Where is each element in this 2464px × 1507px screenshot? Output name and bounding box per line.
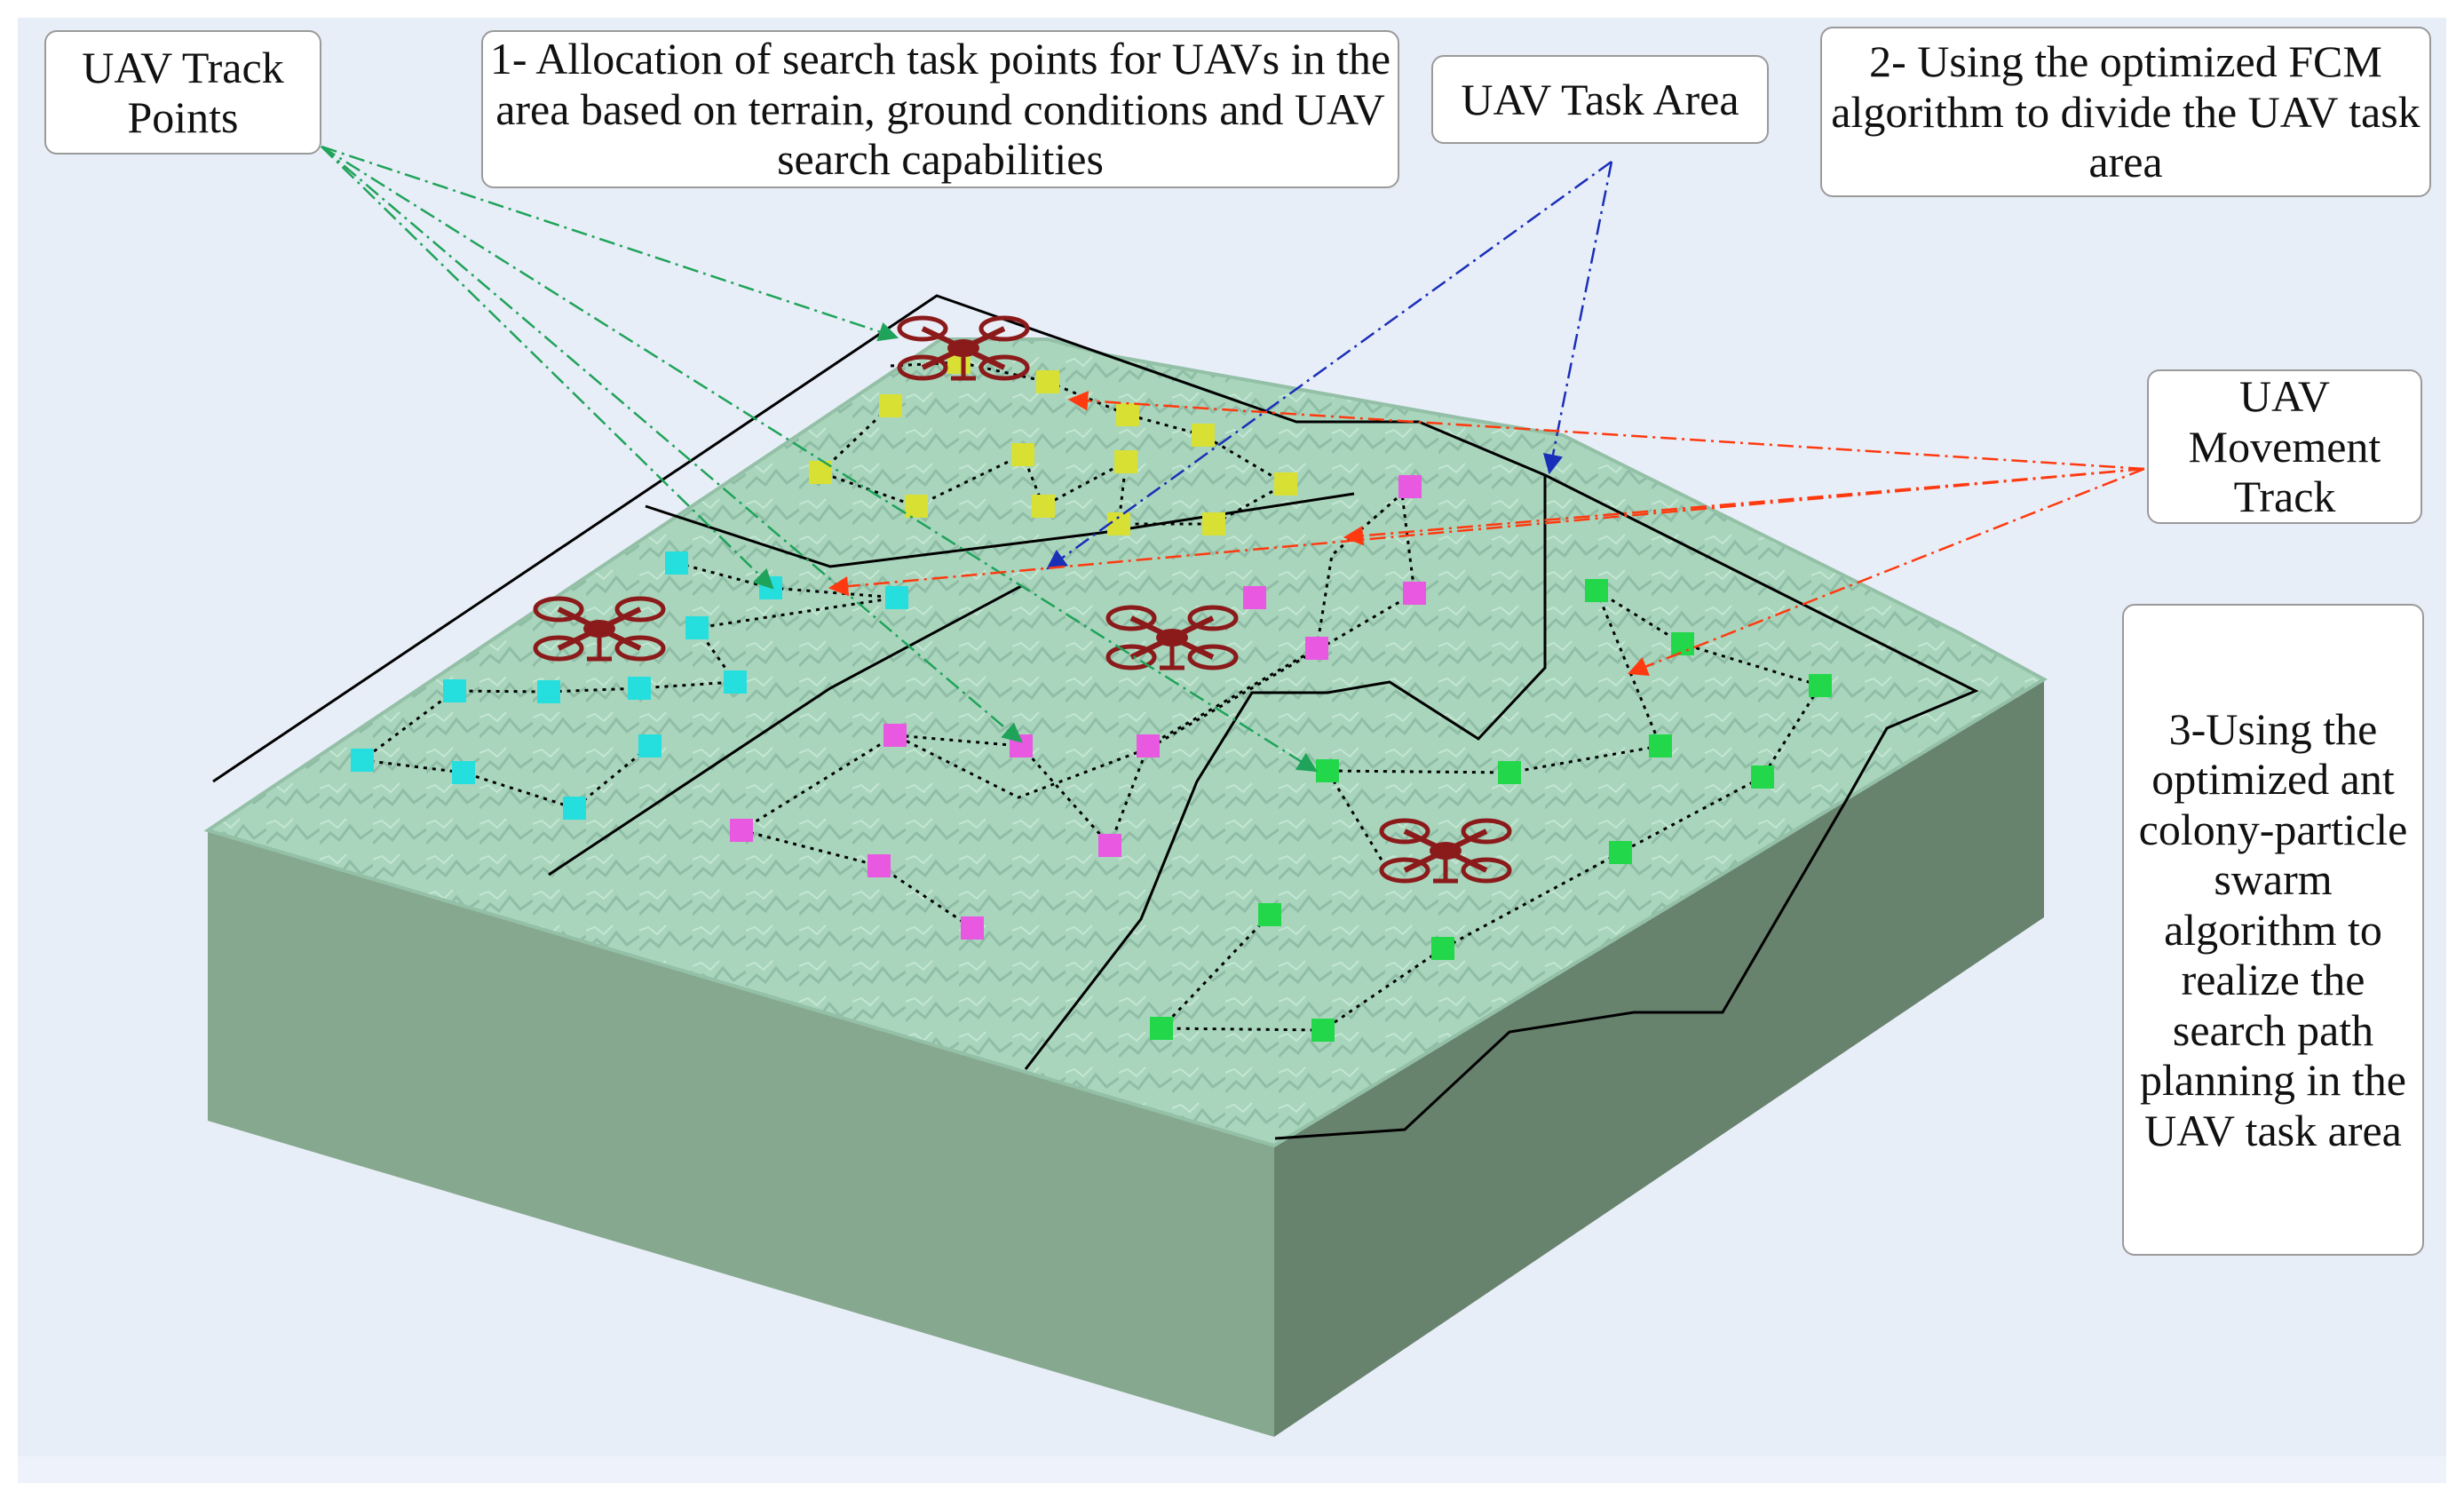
overall-boundary bbox=[212, 294, 1979, 1140]
terrain-side-face bbox=[1274, 679, 2044, 1437]
terrain-front-face bbox=[208, 830, 1274, 1437]
yellow-region-border bbox=[645, 492, 1355, 568]
magenta-green-border bbox=[1024, 475, 1547, 1070]
task-area-leaders bbox=[1046, 160, 1613, 570]
label-movement-track-text: UAV Movement Track bbox=[2188, 371, 2381, 522]
label-task-area-text: UAV Task Area bbox=[1461, 74, 1739, 124]
track-points-green bbox=[1150, 579, 1832, 1042]
movement-track-leaders bbox=[828, 391, 2145, 676]
bottom-strip bbox=[18, 1456, 2446, 1483]
label-step3-text: 3-Using the optimized ant colony-particl… bbox=[2138, 703, 2408, 1155]
label-step2: 2- Using the optimized FCM algorithm to … bbox=[1820, 27, 2431, 197]
label-step1: 1- Allocation of search task points for … bbox=[481, 30, 1399, 188]
track-points-yellow bbox=[809, 351, 1297, 535]
label-task-area: UAV Task Area bbox=[1431, 55, 1769, 144]
label-track-points-text: UAV Track Points bbox=[82, 42, 284, 143]
cyan-region-border bbox=[548, 584, 1022, 876]
track-points-cyan bbox=[351, 551, 908, 820]
track-points-leaders bbox=[321, 145, 1318, 773]
label-step1-text: 1- Allocation of search task points for … bbox=[489, 34, 1391, 185]
track-points-magenta bbox=[730, 475, 1426, 940]
label-track-points: UAV Track Points bbox=[44, 30, 321, 155]
track-yellow bbox=[809, 351, 1297, 535]
task-region-boundaries bbox=[212, 294, 1979, 1140]
label-movement-track: UAV Movement Track bbox=[2147, 369, 2422, 524]
label-step2-text: 2- Using the optimized FCM algorithm to … bbox=[1831, 36, 2420, 187]
track-cyan bbox=[351, 551, 908, 820]
track-green bbox=[1150, 579, 1832, 1042]
track-magenta bbox=[730, 475, 1426, 940]
label-step3: 3-Using the optimized ant colony-particl… bbox=[2122, 604, 2424, 1256]
